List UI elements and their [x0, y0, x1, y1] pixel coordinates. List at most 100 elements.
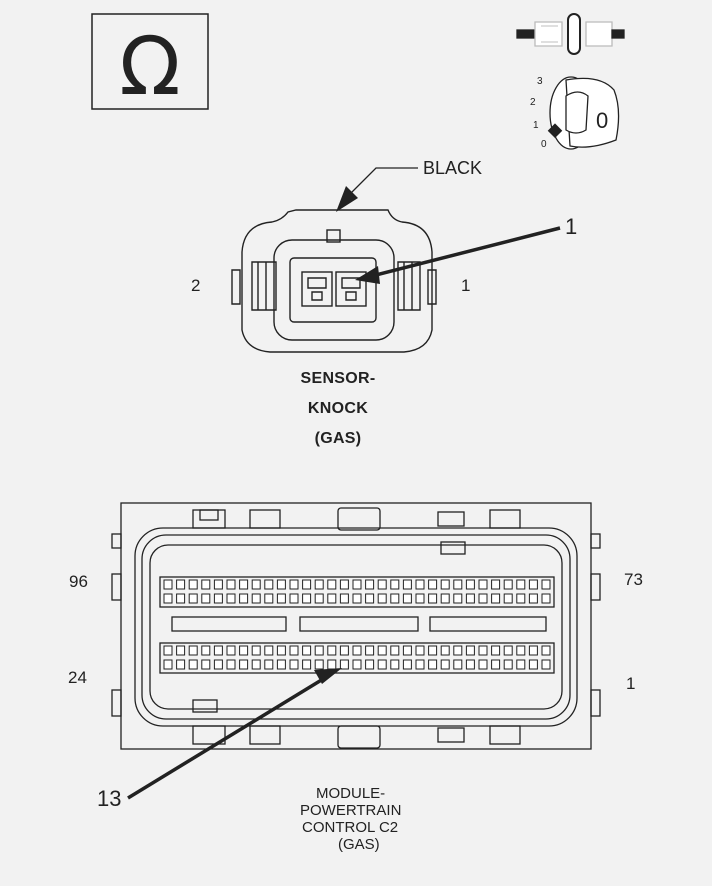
pin-cavity: [276, 645, 286, 656]
pin-cavity: [453, 645, 463, 656]
pin-cavity: [289, 645, 299, 656]
pin-cavity: [465, 593, 475, 604]
callout-pcm-terminal: 13: [97, 786, 122, 811]
disconnect-connector-icon: [516, 13, 625, 55]
pin-cavity: [201, 659, 211, 670]
pin-cavity: [239, 579, 249, 590]
wire-color-leader: [336, 167, 418, 212]
pin-cavity: [453, 593, 463, 604]
pin-cavity: [516, 579, 526, 590]
sensor-pin-left: 2: [191, 276, 201, 295]
dial-mark-0: 0: [541, 139, 547, 150]
pin-cavity: [541, 593, 551, 604]
pin-cavity: [176, 645, 186, 656]
pin-cavity: [239, 659, 249, 670]
pin-cavity: [302, 579, 312, 590]
pin-cavity: [503, 593, 513, 604]
pin-cavity: [516, 645, 526, 656]
pin-cavity: [440, 645, 450, 656]
dial-mark-2: 2: [530, 97, 536, 108]
pin-cavity: [390, 645, 400, 656]
pin-cavity: [314, 659, 324, 670]
pin-cavity: [415, 659, 425, 670]
pin-cavity: [377, 659, 387, 670]
pin-cavity: [239, 593, 249, 604]
pcm-title: MODULE- POWERTRAIN CONTROL C2 (GAS): [294, 785, 434, 853]
pin-cavity: [402, 579, 412, 590]
pcm-pin-bottom-right: 1: [626, 674, 636, 693]
pin-cavity: [176, 579, 186, 590]
pin-cavity: [377, 645, 387, 656]
pin-cavity: [163, 579, 173, 590]
pin-cavity: [264, 645, 274, 656]
pin-cavity: [289, 593, 299, 604]
pin-cavity: [402, 645, 412, 656]
dial-mark-1: 1: [533, 120, 539, 131]
pin-cavity: [528, 645, 538, 656]
pin-cavity: [428, 659, 438, 670]
pin-cavity: [541, 645, 551, 656]
pin-cavity: [251, 579, 261, 590]
pin-cavity: [503, 659, 513, 670]
pin-cavity: [302, 645, 312, 656]
pin-cavity: [213, 659, 223, 670]
pin-cavity: [188, 579, 198, 590]
pin-cavity: [390, 593, 400, 604]
pin-cavity: [528, 579, 538, 590]
pin-cavity: [415, 645, 425, 656]
callout-arrow-pcm: [127, 668, 342, 800]
pin-cavity: [289, 659, 299, 670]
pcm-title-line-4: (GAS): [338, 836, 380, 853]
pin-cavity: [251, 659, 261, 670]
pin-cavity: [226, 579, 236, 590]
pin-cavity: [264, 659, 274, 670]
ohm-glyph: Ω: [119, 20, 180, 113]
pin-cavity: [201, 593, 211, 604]
pin-cavity: [491, 593, 501, 604]
dial-value: 0: [596, 108, 608, 133]
pcm-pin-top-right: 73: [624, 570, 643, 589]
wire-color-label: BLACK: [423, 158, 483, 178]
pin-cavity: [339, 579, 349, 590]
pcm-title-line-2: POWERTRAIN: [300, 802, 402, 819]
pin-cavity: [528, 593, 538, 604]
pin-cavity: [428, 645, 438, 656]
sensor-title-line-3: (GAS): [314, 430, 362, 447]
pin-cavity: [440, 659, 450, 670]
pin-cavity: [352, 659, 362, 670]
pcm-title-line-1: MODULE-: [316, 785, 386, 802]
pin-cavity: [327, 593, 337, 604]
pin-cavity: [528, 659, 538, 670]
pin-cavity: [491, 659, 501, 670]
pin-cavity: [352, 593, 362, 604]
pin-cavity: [491, 579, 501, 590]
sensor-title-line-1: SENSOR-: [300, 370, 376, 387]
pin-cavity: [276, 579, 286, 590]
pcm-pin-grid: [163, 579, 551, 670]
pin-cavity: [491, 645, 501, 656]
pin-cavity: [377, 579, 387, 590]
pin-cavity: [465, 659, 475, 670]
pin-cavity: [188, 659, 198, 670]
pin-cavity: [251, 645, 261, 656]
pin-cavity: [516, 593, 526, 604]
callout-sensor-terminal: 1: [565, 214, 578, 239]
pin-cavity: [402, 593, 412, 604]
pin-cavity: [302, 659, 312, 670]
pin-cavity: [176, 659, 186, 670]
pin-cavity: [264, 579, 274, 590]
callout-arrow-sensor: [355, 226, 561, 284]
pin-cavity: [188, 645, 198, 656]
pcm-pin-bottom-left: 24: [68, 668, 87, 687]
pin-cavity: [339, 659, 349, 670]
pin-cavity: [453, 579, 463, 590]
pin-cavity: [465, 579, 475, 590]
pin-cavity: [377, 593, 387, 604]
pin-cavity: [201, 579, 211, 590]
pin-cavity: [365, 579, 375, 590]
dial-mark-3: 3: [537, 76, 543, 87]
pin-cavity: [226, 645, 236, 656]
pin-cavity: [276, 659, 286, 670]
pin-cavity: [352, 579, 362, 590]
